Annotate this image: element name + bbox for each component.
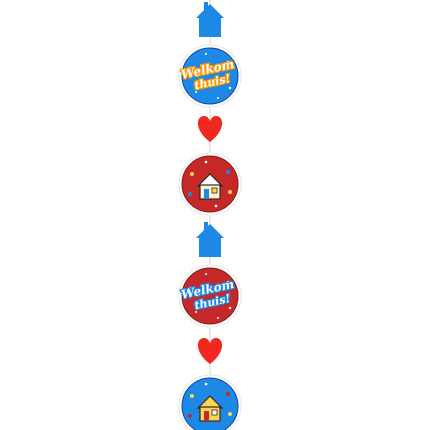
heart-icon xyxy=(197,116,223,142)
heart-shape-bottom xyxy=(197,338,223,364)
sparkles xyxy=(188,273,232,319)
house-icon xyxy=(196,2,224,37)
disc-welkom-red: Welkom thuis! xyxy=(178,264,242,328)
disc-house-blue xyxy=(178,374,242,430)
house-shape-middle xyxy=(196,222,224,257)
decorations xyxy=(188,160,232,208)
heart-icon xyxy=(197,338,223,364)
disc-house-red xyxy=(178,152,242,216)
house-icon xyxy=(196,173,224,200)
house-icon xyxy=(196,395,224,422)
house-icon xyxy=(196,222,224,257)
house-shape-top xyxy=(196,2,224,37)
heart-shape-top xyxy=(197,116,223,142)
disc-welkom-blue: Welkom thuis! xyxy=(178,44,242,108)
sparkles xyxy=(188,53,232,99)
decorations xyxy=(188,382,232,418)
